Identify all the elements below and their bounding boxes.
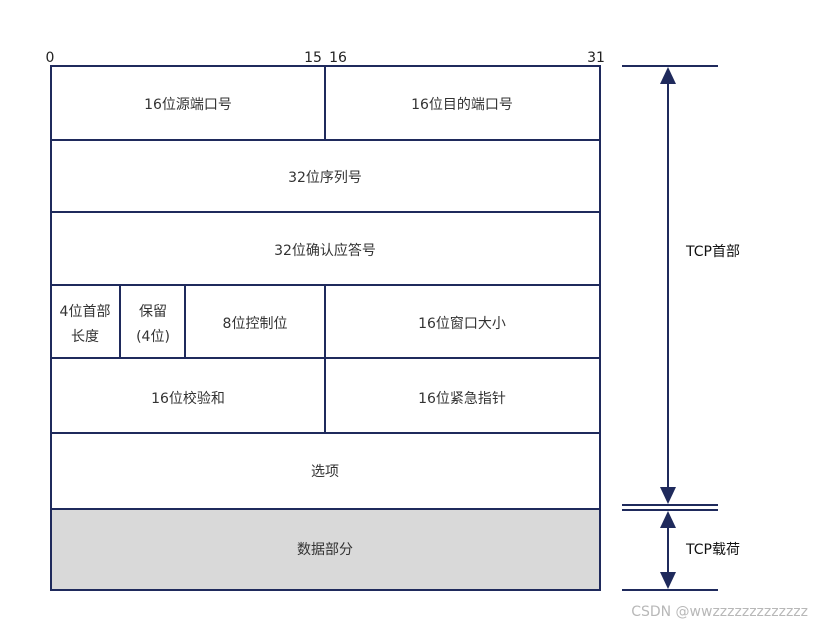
bit-label-31: 31 <box>587 50 605 66</box>
bit-label-15: 15 <box>304 50 322 66</box>
arrow-down-icon <box>660 572 676 589</box>
field-window: 16位窗口大小 <box>418 315 506 332</box>
arrow-up-icon <box>660 67 676 84</box>
field-ack: 32位确认应答号 <box>274 242 376 259</box>
arrowheads <box>660 67 676 589</box>
header-table <box>50 65 601 591</box>
arrow-down-icon <box>660 487 676 504</box>
field-src-port: 16位源端口号 <box>144 97 232 113</box>
field-options: 选项 <box>311 464 339 480</box>
field-urgent: 16位紧急指针 <box>418 391 506 407</box>
field-dst-port: 16位目的端口号 <box>411 97 513 113</box>
bit-label-16: 16 <box>329 50 347 66</box>
tcp-payload-label: TCP载荷 <box>685 542 740 558</box>
bit-label-0: 0 <box>46 50 55 66</box>
arrow-up-icon <box>660 511 676 528</box>
field-checksum: 16位校验和 <box>151 390 225 407</box>
data-section-bg <box>51 509 600 590</box>
watermark: CSDN @wwzzzzzzzzzzzzz <box>631 604 808 620</box>
field-reserved-line1: 保留 <box>139 304 167 320</box>
header-label-bg <box>670 240 754 262</box>
field-seq: 32位序列号 <box>288 170 362 186</box>
field-data: 数据部分 <box>297 542 353 558</box>
field-reserved-line2: (4位) <box>136 329 170 345</box>
field-hdr-len-line1: 4位首部 <box>60 304 111 320</box>
payload-label-bg <box>670 538 754 560</box>
field-hdr-len-line2: 长度 <box>71 329 99 345</box>
field-ctrl: 8位控制位 <box>223 316 288 332</box>
tcp-header-label: TCP首部 <box>685 244 740 260</box>
side-brackets <box>622 65 718 591</box>
